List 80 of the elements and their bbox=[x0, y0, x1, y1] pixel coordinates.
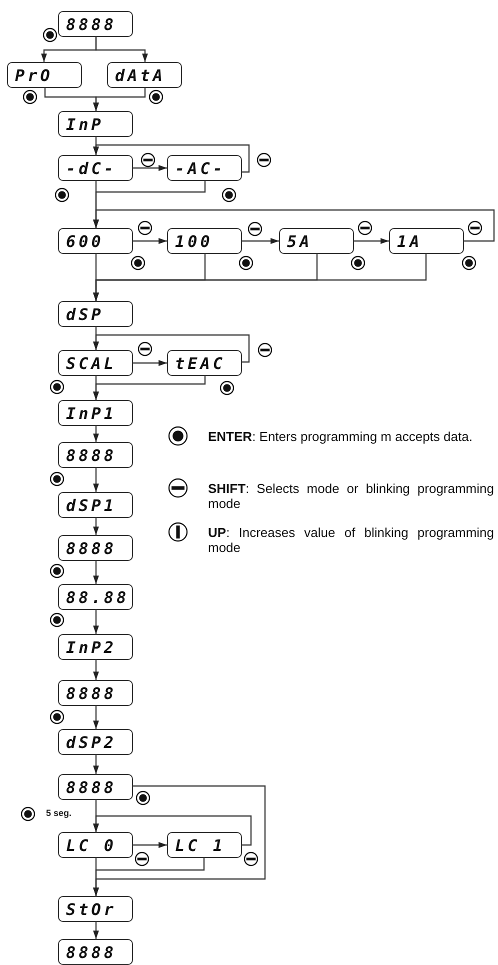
flow-arrow bbox=[93, 468, 99, 492]
flow-arrow bbox=[133, 842, 167, 848]
display-box bbox=[58, 774, 133, 800]
flow-arrow bbox=[242, 238, 279, 244]
flow-arrow bbox=[93, 376, 206, 400]
flow-arrow bbox=[93, 334, 250, 363]
flow-arrow bbox=[93, 518, 99, 535]
flow-arrow bbox=[93, 209, 495, 242]
display-box bbox=[58, 680, 133, 706]
display-box bbox=[58, 442, 133, 468]
flow-arrow bbox=[93, 561, 99, 584]
display-reading: InP1 bbox=[66, 404, 117, 422]
display-reading: tEAC bbox=[175, 354, 226, 372]
display-box bbox=[58, 729, 133, 755]
display-reading: -AC- bbox=[175, 158, 226, 178]
display-reading: 8888 bbox=[66, 942, 117, 962]
display-box bbox=[58, 939, 133, 965]
display-box bbox=[58, 584, 133, 610]
display-box bbox=[58, 634, 133, 660]
display-reading: PrO bbox=[15, 66, 53, 84]
hold-time-note: 5 seg. bbox=[46, 808, 72, 818]
flow-arrow bbox=[354, 238, 389, 244]
display-reading: 600 bbox=[66, 232, 104, 250]
display-reading: dAtA bbox=[115, 66, 166, 84]
legend-text: UP: Increases value of blinking programming mode bbox=[208, 525, 494, 555]
flow-arrow bbox=[93, 660, 99, 680]
flow-arrow bbox=[93, 144, 250, 173]
flow-arrow bbox=[93, 815, 252, 846]
display-reading: 100 bbox=[175, 232, 213, 250]
display-box bbox=[107, 62, 182, 88]
display-reading: 88.88 bbox=[66, 588, 130, 606]
flow-arrow bbox=[93, 610, 99, 634]
display-box bbox=[58, 535, 133, 561]
legend-text: SHIFT: Selects mode or blinking programming mode bbox=[208, 481, 494, 511]
display-reading: LC 1 bbox=[175, 836, 226, 854]
display-box bbox=[389, 228, 464, 254]
display-reading: dSP1 bbox=[66, 496, 117, 514]
flow-arrow bbox=[133, 360, 167, 366]
flow-arrow bbox=[93, 254, 427, 301]
display-box bbox=[58, 400, 133, 426]
display-reading: -dC- bbox=[66, 158, 117, 178]
display-reading: dSP2 bbox=[66, 732, 117, 752]
display-box bbox=[58, 832, 133, 858]
display-box bbox=[167, 228, 242, 254]
display-box bbox=[7, 62, 82, 88]
flow-arrow bbox=[93, 755, 99, 774]
display-reading: 8888 bbox=[66, 14, 117, 34]
display-box bbox=[58, 492, 133, 518]
display-box bbox=[167, 832, 242, 858]
display-box bbox=[58, 155, 133, 181]
display-reading: dSP bbox=[66, 304, 104, 324]
display-reading: 8888 bbox=[66, 446, 117, 464]
flow-arrow bbox=[93, 706, 99, 729]
flow-arrow bbox=[93, 88, 146, 111]
display-box bbox=[279, 228, 354, 254]
display-reading: InP2 bbox=[66, 638, 117, 656]
flow-arrow bbox=[93, 426, 99, 442]
flow-arrow bbox=[95, 37, 148, 62]
display-reading: StOr bbox=[66, 900, 117, 918]
legend-text: ENTER: Enters programming m accepts data. bbox=[208, 429, 474, 444]
display-reading: SCAL bbox=[66, 354, 117, 372]
display-reading: 1A bbox=[397, 232, 422, 250]
display-box bbox=[58, 228, 133, 254]
flow-arrow bbox=[93, 858, 205, 896]
display-reading: 8888 bbox=[66, 778, 117, 796]
display-box bbox=[167, 350, 242, 376]
display-reading: 8888 bbox=[66, 538, 117, 558]
display-reading: InP bbox=[66, 114, 104, 134]
display-reading: 8888 bbox=[66, 684, 117, 702]
display-box bbox=[167, 155, 242, 181]
display-reading: 5A bbox=[287, 232, 312, 250]
display-box bbox=[58, 111, 133, 137]
flow-arrow bbox=[93, 922, 99, 939]
display-box bbox=[58, 301, 133, 327]
flow-arrow bbox=[133, 165, 167, 171]
display-box bbox=[58, 350, 133, 376]
display-box bbox=[58, 896, 133, 922]
display-reading: LC 0 bbox=[66, 836, 117, 854]
display-box bbox=[58, 11, 133, 37]
flow-arrow bbox=[133, 238, 167, 244]
